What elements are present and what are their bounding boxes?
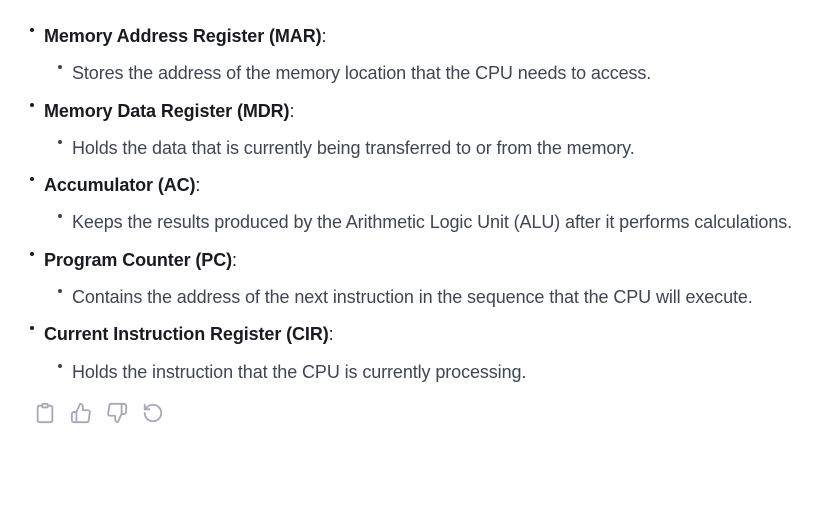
list-item-ac: Accumulator (AC): [0,167,835,204]
term-text: Current Instruction Register (CIR) [44,324,329,345]
list-subitem-ac-desc: Keeps the results produced by the Arithm… [0,204,835,241]
assistant-message: Memory Address Register (MAR): Stores th… [0,18,835,424]
term-text: Program Counter (PC) [44,249,233,270]
list-item-mdr: Memory Data Register (MDR): [0,93,835,130]
list-item-cir: Current Instruction Register (CIR): [0,316,835,353]
term-colon: : [289,100,295,121]
regenerate-button[interactable] [142,402,164,424]
list-item-term: Memory Data Register (MDR): [44,93,294,130]
thumbs-down-icon [106,402,128,424]
bullet-icon [58,214,62,219]
list-subitem-cir-desc: Holds the instruction that the CPU is cu… [0,354,835,391]
list-item-mar: Memory Address Register (MAR): [0,18,835,55]
desc-text: Holds the instruction that the CPU is cu… [72,361,527,382]
term-colon: : [321,26,327,46]
bullet-icon [30,251,34,256]
thumbs-up-icon [70,402,92,424]
term-colon: : [328,324,334,345]
list-subitem-pc-desc: Contains the address of the next instruc… [0,279,835,316]
desc-text: Keeps the results produced by the Arithm… [72,212,793,233]
bullet-icon [30,177,34,182]
bullet-icon [58,289,62,294]
bullet-icon [30,102,34,107]
bullet-icon [58,363,62,368]
rotate-ccw-icon [142,402,164,424]
thumbs-down-button[interactable] [106,402,128,424]
list-item-pc: Program Counter (PC): [0,242,835,279]
term-text: Memory Address Register (MAR) [44,26,322,46]
bullet-icon [30,28,34,32]
term-text: Memory Data Register (MDR) [44,100,290,121]
message-actions-toolbar [34,402,835,424]
bullet-icon [30,326,34,331]
list-item-term: Program Counter (PC): [44,242,237,279]
bullet-icon [58,65,62,70]
list-item-term: Memory Address Register (MAR): [44,18,327,55]
list-subitem-mar-desc: Stores the address of the memory locatio… [0,55,835,92]
list-item-term: Accumulator (AC): [44,167,200,204]
desc-text: Stores the address of the memory locatio… [72,63,652,84]
term-text: Accumulator (AC) [44,175,196,196]
term-colon: : [232,249,237,270]
thumbs-up-button[interactable] [70,402,92,424]
list-item-term: Current Instruction Register (CIR): [44,316,334,353]
bullet-icon [58,139,62,144]
clipboard-icon [34,402,56,424]
term-colon: : [195,175,201,196]
list-subitem-mdr-desc: Holds the data that is currently being t… [0,130,835,167]
desc-text: Contains the address of the next instruc… [72,287,753,308]
copy-button[interactable] [34,402,56,424]
desc-text: Holds the data that is currently being t… [72,137,635,158]
